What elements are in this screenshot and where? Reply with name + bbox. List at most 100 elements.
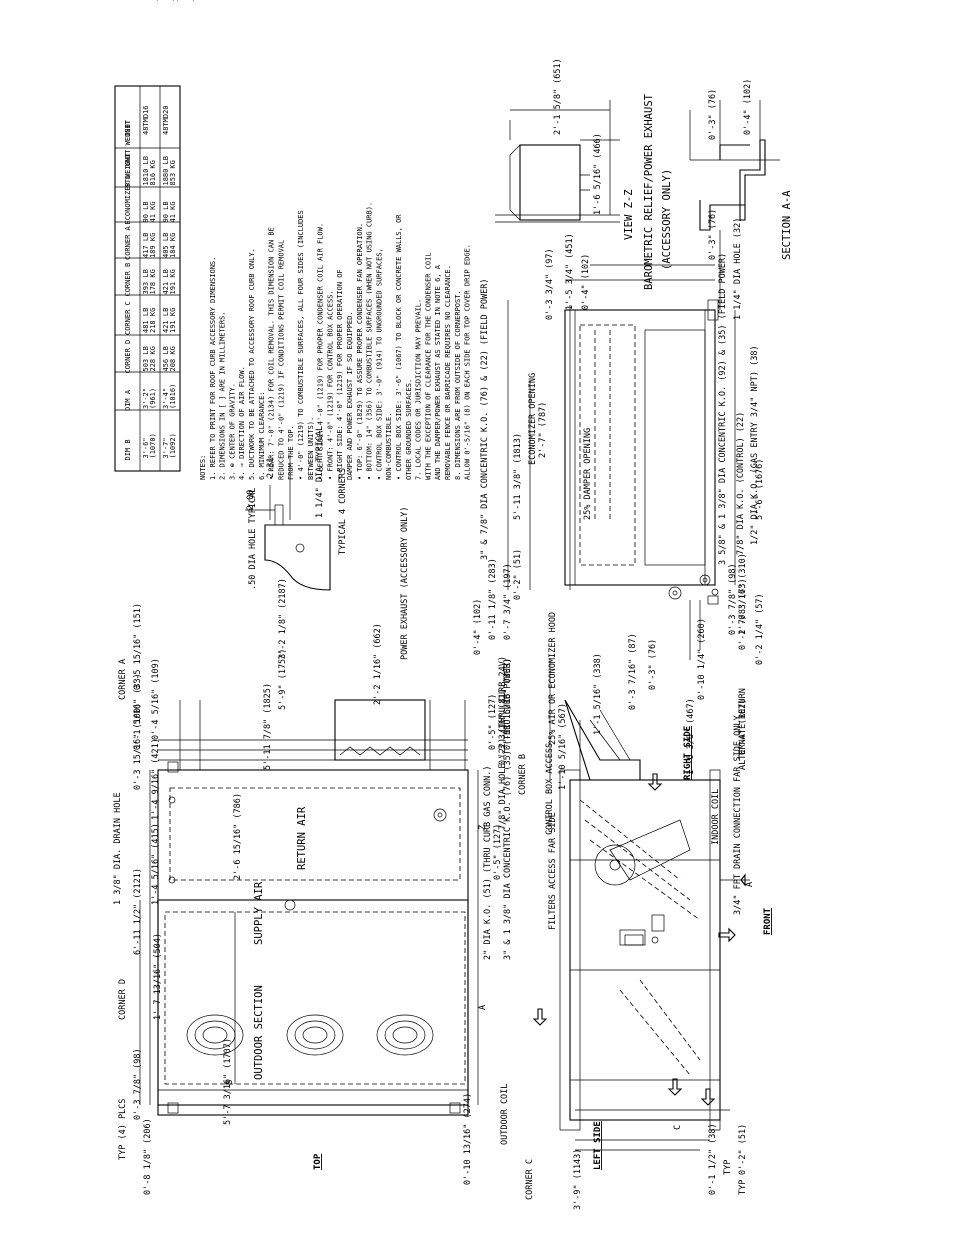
dimension-label: 5'-7 3/16" (1707): [223, 1038, 233, 1125]
power-exhaust-label: POWER EXHAUST (ACCESSORY ONLY): [400, 506, 410, 660]
note-line: • CONTROL BOX SIDE: 3'-6" (1067) TO BLOC…: [395, 214, 403, 480]
front-view-label: INDOOR COIL: [711, 789, 721, 845]
note-line: • TOP: 6'-0" (1829) TO ASSURE PROPER CON…: [356, 223, 364, 480]
note-line: REMOVABLE FENCE OR BARRICADE REQUIRES NO…: [444, 265, 452, 480]
airflow-arrow-icon: [532, 1008, 548, 1026]
economizer-hood: [564, 699, 641, 781]
note-line: • FRONT: 4'-0" (1219) FOR CONTROL BOX AC…: [326, 290, 334, 480]
dimension-label: 0'-10 13/16" (274): [463, 1093, 473, 1185]
dimension-label: 0'-2 7/8" (73): [738, 578, 748, 650]
note-line: NON-COMBUSTIBLE.: [385, 413, 393, 480]
table-cell: 191 KG: [169, 308, 177, 333]
center-of-gravity-icon: [284, 899, 296, 911]
dim-b-label: B: [225, 1080, 235, 1085]
table-cell: (1070): [149, 433, 157, 458]
dimension-label: 5'-9" (1753): [278, 649, 288, 710]
dimension-label: 1'-6 5/16" (466): [593, 133, 603, 215]
detail-dim: 2.00: [246, 490, 256, 510]
note-line: NOTES:: [199, 455, 207, 480]
detail-label: TYPICAL 4 CORNERS: [338, 468, 348, 555]
table-cell: 1'-10": [148, 0, 173, 2]
table-header: DIM B: [124, 439, 132, 460]
dimension-label: 1'-4 9/16" (421): [151, 738, 161, 820]
dimension-label: 1'-1 5/16" (338): [593, 653, 603, 735]
note-line: 5. DUCTWORK TO BE ATTACHED TO ACCESSORY …: [248, 248, 256, 480]
table-cell: 1880 LB: [162, 156, 170, 186]
dim-a-label: A: [478, 1005, 488, 1010]
dimension-label: 0'-1 1/2" (38): [708, 1123, 718, 1195]
dimension-label: 1'-7 13/16" (504): [153, 933, 163, 1020]
vent-grille-icon: [624, 934, 644, 946]
dimension-label: 2'-7" (787): [538, 402, 548, 458]
table-cell: 503 LB: [142, 346, 150, 371]
dimension-label: 5'-11 3/8" (1813): [513, 433, 523, 520]
detail-dim: 2.31: [266, 458, 276, 478]
corner-detail: 2.31 2.00.50 DIA HOLE TYPICAL 1 1/4" DIA T…: [245, 426, 348, 591]
dimension-label: 2'-6 15/16" (786): [233, 793, 243, 880]
dimension-label: 0'-4" (102): [473, 599, 483, 655]
dimension-label: 1'-10 5/16" (567): [558, 703, 568, 790]
dimension-label: 0'-10 1/4" (260): [697, 618, 707, 700]
table-cell: 191 KG: [169, 269, 177, 294]
corner-c-label: CORNER C: [525, 1159, 535, 1200]
table-cell: 481 LB: [142, 308, 150, 333]
table-header: STD. UNIT WEIGHT: [124, 119, 132, 187]
section-aa-title: SECTION A-A: [781, 190, 793, 260]
table-cell: 1810 LB: [142, 156, 150, 186]
table-cell: 48TMD20: [162, 105, 170, 135]
right-view-outline: [564, 309, 716, 586]
table-cell: 417 LB: [142, 233, 150, 258]
note-line: • BOTTOM: 14" (356) TO COMBUSTIBLE SURFA…: [366, 202, 374, 480]
dimension-label: 0'-3 7/16" (87): [628, 633, 638, 710]
table-cell: (559): [155, 0, 176, 2]
table-cell: 228 KG: [149, 346, 157, 371]
table-cell: 3'-4": [162, 388, 170, 409]
note-line: ALLOW 0'-5/16" (8) ON EACH SIDE FOR TOP …: [464, 244, 472, 480]
detail-label: .50 DIA HOLE TYPICAL: [248, 488, 258, 590]
front-view-outline: [569, 779, 721, 1121]
table-cell: (559): [175, 0, 196, 2]
supply-air-label: SUPPLY AIR: [253, 881, 265, 945]
table-cell: 405 LB: [162, 233, 170, 258]
table-cell: 3'-2": [142, 388, 150, 409]
right-view-label: 7/8" DIA K.O. (CONTROL) (22): [736, 412, 746, 555]
note-line: • RIGHT SIDE: 4'-0" (1219) FOR PROPER OP…: [336, 269, 344, 480]
table-cell: 3'-6": [142, 437, 150, 458]
note-line: FROM THE TOP.: [287, 425, 295, 480]
table-cell: (961): [149, 388, 157, 409]
table-cell: 218 KG: [149, 308, 157, 333]
condenser-fan-icon: [186, 1014, 434, 1056]
dimension-label: 0'-3" (76): [648, 639, 658, 690]
table-cell: 816 KG: [149, 160, 157, 185]
dimension-label: 2'-2 1/16" (662): [373, 623, 383, 705]
dimension-label: 6'-11 1/2" (2121): [133, 868, 143, 955]
dimension-label: 1'-0 3/16" (310): [738, 553, 748, 635]
note-line: 3. ⊕ CENTER OF GRAVITY.: [228, 383, 236, 480]
dimension-label: 0'-4 5/16" (109): [151, 658, 161, 740]
dimension-label: 2'-1 5/8" (651): [553, 58, 563, 135]
airflow-arrow-icon: [667, 1078, 683, 1096]
power-exhaust-box: [334, 699, 426, 761]
drain-hole-label: 1 3/8" DIA. DRAIN HOLE: [113, 792, 123, 905]
concentric-ko-icon: [699, 574, 711, 586]
dimension-label: 0'-1 5/16" (33): [133, 673, 143, 750]
gas-connection-label: 2" DIA K.O. (51) (THRU CURB GAS CONN.): [483, 766, 493, 960]
curb-power-label: 3" & 1 3/8" DIA CONCENTRIC K.O. (76) (35…: [503, 658, 513, 960]
dimension-label: 0'-5" (127): [488, 694, 498, 750]
table-cell: 421 LB: [162, 308, 170, 333]
corner-a-label: CORNER A: [118, 659, 128, 700]
curb-24v-label: 7/8" DIA HOLE (22) (THRU CURB,24V): [498, 656, 508, 830]
detail-label: 1 1/4" DIA TYPICAL: [315, 426, 325, 518]
dimension-label: 0'-3 3/16" (81): [498, 688, 508, 765]
note-line: DAMPER AND POWER EXHAUST IF SO EQUIPPED.: [346, 311, 354, 480]
note-line: • LEFT SIDE: 4'-0" (1219) FOR PROPER CON…: [317, 223, 325, 480]
note-line: • REAR: 7'-0" (2134) FOR COIL REMOVAL. T…: [268, 227, 276, 480]
table-cell: 1'-10": [168, 0, 193, 2]
dimension-label: 0'-4" (102): [738, 699, 748, 755]
return-air-label: RETURN AIR: [296, 806, 308, 870]
dimension-label: 0'-2" (51): [513, 549, 523, 600]
